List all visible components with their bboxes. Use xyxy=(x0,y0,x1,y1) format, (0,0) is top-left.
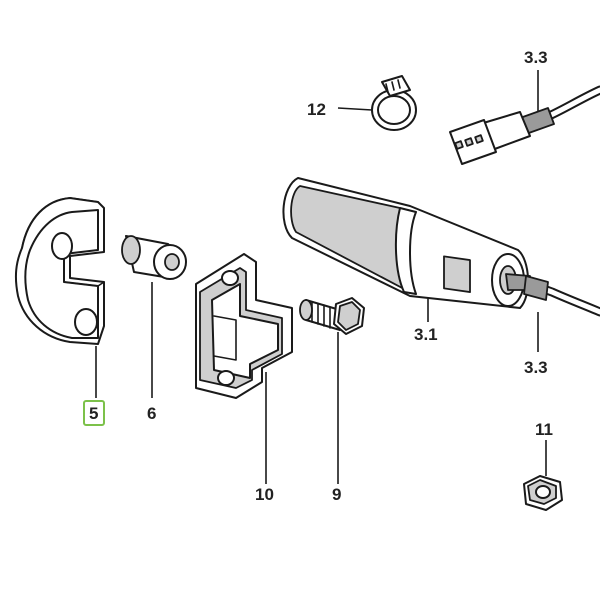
label-5-highlight-box xyxy=(83,400,105,426)
label-3-1[interactable]: 3.1 xyxy=(414,325,438,344)
label-3-3-upper[interactable]: 3.3 xyxy=(524,48,548,67)
part-12-hose-clamp[interactable] xyxy=(371,75,417,131)
part-11-hex-nut[interactable] xyxy=(523,475,563,511)
label-10[interactable]: 10 xyxy=(255,485,274,504)
label-6[interactable]: 6 xyxy=(147,404,156,423)
label-12[interactable]: 12 xyxy=(307,100,326,119)
part-3-1-cylinder[interactable] xyxy=(282,177,533,309)
label-3-3-lower[interactable]: 3.3 xyxy=(524,358,548,377)
part-5-spacer-block[interactable] xyxy=(14,197,105,345)
label-5[interactable]: 5 xyxy=(89,404,98,423)
part-6-bushing[interactable] xyxy=(121,235,187,280)
label-11[interactable]: 11 xyxy=(535,420,553,439)
lower-cable xyxy=(523,275,600,317)
leader-12 xyxy=(337,107,373,111)
label-9[interactable]: 9 xyxy=(332,485,341,504)
part-3-3-connector-upper[interactable] xyxy=(449,85,600,165)
part-10-bracket[interactable] xyxy=(195,253,293,399)
part-9-hex-bolt[interactable] xyxy=(299,297,365,335)
